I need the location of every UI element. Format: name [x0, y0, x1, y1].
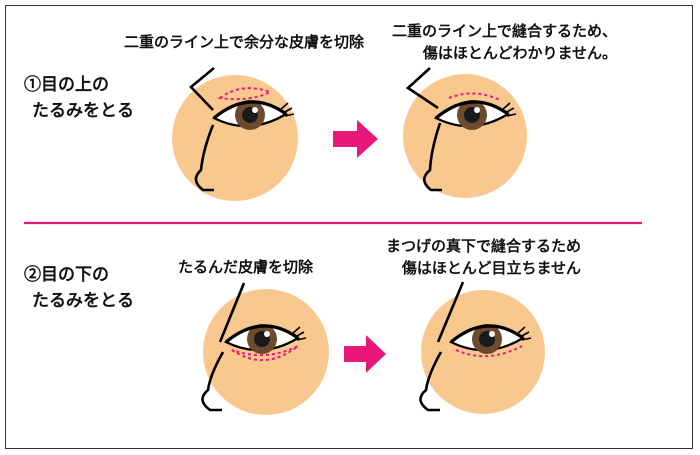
- section2-heading-line1: ②目の下の: [24, 265, 109, 285]
- section1-before-face: [172, 66, 298, 201]
- section1-after-caption-line2: 傷はほとんどわかりません。: [422, 44, 618, 62]
- section2-heading-line2: たるみをとる: [32, 291, 134, 311]
- section1-after-face: [403, 67, 527, 198]
- diagram-frame: [5, 5, 693, 449]
- section1-after-caption: 二重のライン上で縫合するため、 傷はほとんどわかりません。: [392, 20, 617, 64]
- section2-before-face: [201, 282, 329, 415]
- section2-after-caption-line1: まつげの真下で縫合するため: [386, 237, 582, 255]
- section1-after-caption-line1: 二重のライン上で縫合するため、: [392, 22, 618, 40]
- section2-after-caption-line2: 傷はほとんど目立ちません: [401, 259, 582, 277]
- section2-before-caption: たるんだ皮膚を切除: [178, 258, 314, 276]
- section1-heading: ①目の上の たるみをとる: [24, 72, 134, 124]
- section2-heading: ②目の下の たるみをとる: [24, 262, 134, 314]
- section2-arrow-icon: [344, 335, 386, 373]
- section1-arrow-icon: [333, 120, 378, 158]
- section2-after-caption: まつげの真下で縫合するため 傷はほとんど目立ちません: [386, 235, 581, 279]
- section1-before-caption: 二重のライン上で余分な皮膚を切除: [124, 33, 365, 51]
- section1-heading-line2: たるみをとる: [32, 101, 134, 121]
- section2-after-face: [419, 281, 545, 414]
- section1-heading-line1: ①目の上の: [24, 75, 109, 95]
